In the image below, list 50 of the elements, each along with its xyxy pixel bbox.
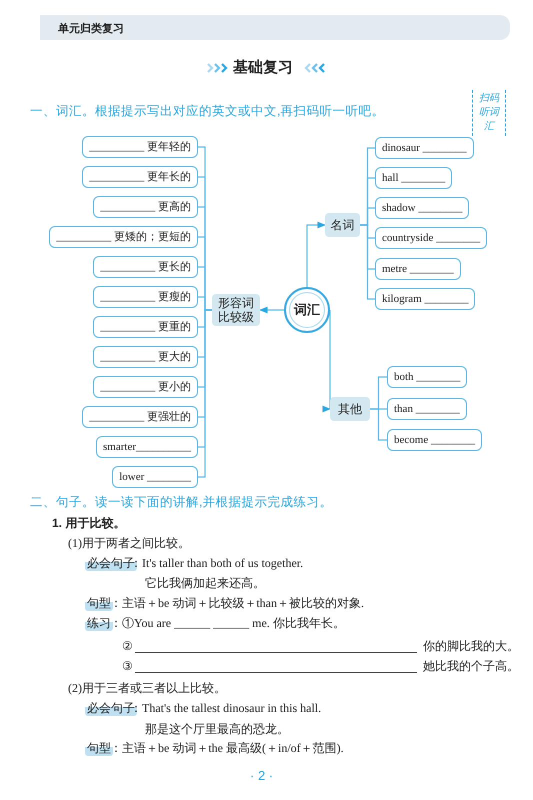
body-text: 你的脚比我的大。 [423, 638, 519, 654]
highlighted-term: 练习 [85, 615, 113, 631]
word-box: lower ________ [112, 466, 198, 488]
word-box: metre ________ [375, 258, 461, 280]
word-box: become ________ [387, 429, 482, 451]
connector-line [360, 224, 375, 300]
word-box: __________ 更长的 [93, 256, 198, 278]
instruction-heading: 二、句子。读一读下面的讲解,并根据提示完成练习。 [30, 494, 332, 510]
body-text: ：①You are ______ ______ me. 你比我年长。 [110, 615, 345, 631]
body-text: ：主语＋be 动词＋the 最高级(＋in/of＋范围). [110, 740, 344, 756]
body-text: 她比我的个子高。 [423, 658, 519, 674]
word-box: __________ 更重的 [93, 316, 198, 338]
word-box: than ________ [387, 398, 467, 420]
instruction-heading: 一、词汇。根据提示写出对应的英文或中文,再扫码听一听吧。 [30, 103, 384, 119]
word-box: __________ 更大的 [93, 346, 198, 368]
arrow [306, 222, 326, 287]
header-title: 单元归类复习 [58, 22, 124, 37]
subheading: 1. 用于比较。 [52, 515, 126, 531]
word-box: __________ 更小的 [93, 376, 198, 398]
body-text: ③ [122, 658, 133, 674]
highlighted-term: 句型 [85, 595, 113, 611]
word-box: __________ 更强壮的 [82, 406, 198, 428]
word-box: both ________ [387, 366, 468, 388]
word-box: hall ________ [375, 167, 452, 189]
word-box: __________ 更矮的；更短的 [49, 226, 198, 248]
topic-circle: 词汇 [284, 287, 330, 333]
highlighted-term: 句型 [85, 740, 113, 756]
body-text: (1)用于两者之间比较。 [68, 535, 190, 551]
category-box: 形容词比较级 [212, 294, 260, 326]
word-box: __________ 更瘦的 [93, 286, 198, 308]
arrow [259, 306, 284, 314]
body-text: ② [122, 638, 133, 654]
scan-hint: 扫码听词汇 [472, 90, 506, 136]
word-box: kilogram ________ [375, 288, 476, 310]
word-box: smarter__________ [96, 436, 198, 458]
page-number: · 2 · [250, 768, 274, 784]
word-box: __________ 更年轻的 [82, 136, 198, 158]
connector-line [370, 408, 387, 441]
word-box: dinosaur ________ [375, 137, 474, 159]
body-text: ：主语＋be 动词＋比较级＋than＋被比较的对象. [110, 595, 364, 611]
category-box: 名词 [325, 213, 360, 237]
word-box: shadow ________ [375, 197, 470, 219]
category-box: 其他 [330, 397, 370, 421]
section-title: 基础复习 [233, 58, 293, 78]
body-text: 那是这个厅里最高的恐龙。 [145, 721, 289, 737]
body-text: 它比我俩加起来还高。 [145, 575, 265, 591]
body-text: (2)用于三者或三者以上比较。 [68, 680, 226, 696]
word-box: __________ 更年长的 [82, 166, 198, 188]
word-box: __________ 更高的 [93, 196, 198, 218]
word-box: countryside ________ [375, 227, 488, 249]
